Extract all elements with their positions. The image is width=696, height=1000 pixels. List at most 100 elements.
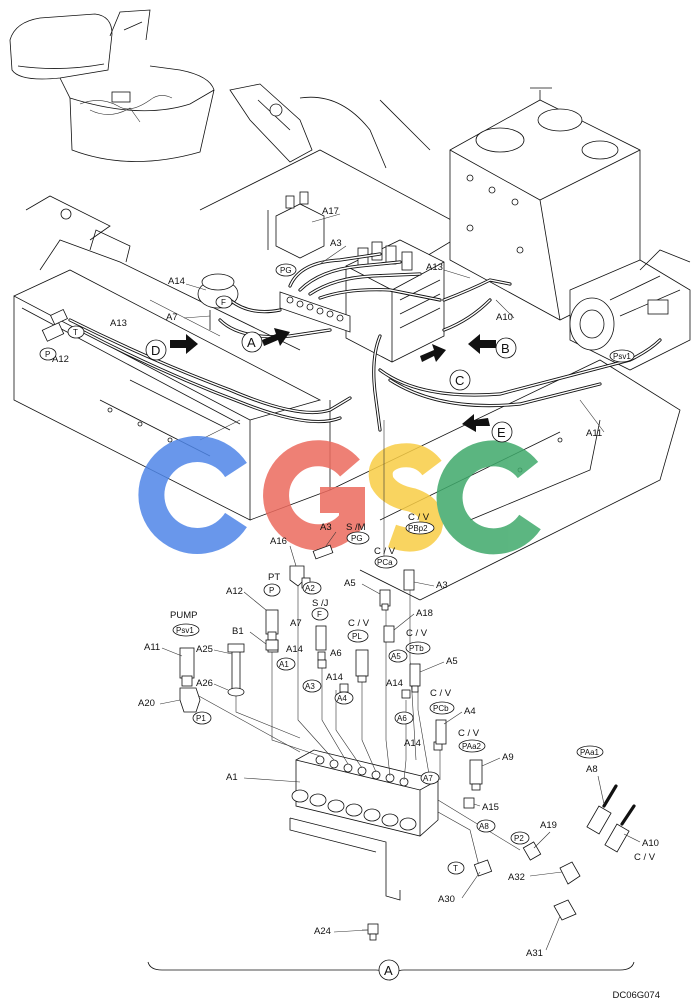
- ctag-a8: A8: [479, 822, 489, 831]
- tag-pg-overview: PG: [280, 266, 292, 275]
- label-a3-sm: A3: [320, 522, 332, 533]
- text-layer: D A B C E A A17 A3 A13 A14 A7 A13 A12 A1…: [39, 206, 660, 1000]
- group-pump: PUMP: [170, 610, 197, 621]
- label-a7-overview: A7: [166, 312, 178, 323]
- arrow-d-icon: [170, 334, 198, 354]
- label-a15: A15: [482, 802, 499, 813]
- solenoid-plugs: [291, 789, 417, 831]
- label-a9: A9: [502, 752, 514, 763]
- watermark-letter-c2: [436, 440, 541, 555]
- detail-view-a: [147, 544, 636, 982]
- tag-psv1-overview: Psv1: [613, 352, 631, 361]
- ctag-a7: A7: [423, 774, 433, 783]
- tag-pca: PCa: [377, 558, 393, 567]
- group-cv-7: C / V: [634, 852, 656, 863]
- group-sj: S /J: [312, 598, 329, 609]
- label-a31: A31: [526, 948, 543, 959]
- label-a16: A16: [270, 536, 287, 547]
- group-cv-3: C / V: [348, 618, 370, 629]
- view-circle-a: [241, 331, 263, 353]
- drawing-code: DC06G074: [612, 990, 660, 1000]
- ctag-a5: A5: [391, 652, 401, 661]
- label-a32: A32: [508, 872, 525, 883]
- tag-t-overview: T: [73, 328, 78, 337]
- group-cv-5: C / V: [430, 688, 452, 699]
- view-arrows: [170, 328, 496, 432]
- arrow-c-icon: [420, 344, 446, 362]
- tag-pbp2: PBp2: [408, 524, 428, 533]
- detail-view-letter-a: A: [384, 963, 393, 978]
- view-circle-b: [495, 337, 517, 359]
- watermark-letter-g: [263, 440, 365, 551]
- tag-p-overview: P: [45, 350, 50, 359]
- tag-pcb: PCb: [433, 704, 449, 713]
- watermark-letter-c1: [138, 436, 247, 554]
- arrow-e-icon: [462, 414, 490, 432]
- ctag-a4: A4: [337, 694, 347, 703]
- label-a6: A6: [330, 648, 342, 659]
- label-a12-overview: A12: [52, 354, 69, 365]
- group-pt: PT: [268, 572, 280, 583]
- view-circle-c: [449, 369, 471, 391]
- tag-p2: P2: [514, 834, 524, 843]
- label-a11: A11: [144, 642, 160, 653]
- tag-f: F: [317, 610, 322, 619]
- ctag-a2: A2: [305, 584, 315, 593]
- label-a13-left: A13: [110, 318, 127, 329]
- view-letter-a: A: [247, 335, 256, 350]
- label-a14-overview: A14: [168, 276, 185, 287]
- label-a14-4: A14: [404, 738, 421, 749]
- label-a14-1: A14: [286, 644, 303, 655]
- arrow-b-icon: [468, 334, 496, 354]
- label-a10: A10: [642, 838, 659, 849]
- label-a3-right: A3: [436, 580, 448, 591]
- leader-lines: [159, 213, 641, 951]
- seat-inset: [9, 9, 215, 162]
- label-a1: A1: [226, 772, 238, 783]
- view-letter-c: C: [455, 373, 464, 388]
- tag-paa1: PAa1: [580, 748, 600, 757]
- label-a19: A19: [540, 820, 557, 831]
- ctag-a3: A3: [305, 682, 315, 691]
- label-a4: A4: [464, 706, 476, 717]
- tag-t: T: [453, 864, 458, 873]
- tag-psv1: Psv1: [176, 626, 194, 635]
- view-letter-b: B: [501, 341, 510, 356]
- label-a25: A25: [196, 644, 213, 655]
- tag-p1: P1: [196, 714, 206, 723]
- view-circle-d: [145, 339, 167, 361]
- fittings: [179, 544, 636, 941]
- tag-p: P: [269, 586, 274, 595]
- ctag-a6: A6: [397, 714, 407, 723]
- group-cv-4: C / V: [406, 628, 428, 639]
- tag-paa2: PAa2: [462, 742, 482, 751]
- pump-unit: [449, 87, 691, 371]
- label-a3-overview: A3: [330, 238, 342, 249]
- view-circles: [145, 331, 517, 443]
- tag-ptb: PTb: [409, 644, 424, 653]
- label-a30: A30: [438, 894, 455, 905]
- watermark: [138, 436, 541, 555]
- label-a26: A26: [196, 678, 213, 689]
- label-a24: A24: [314, 926, 331, 937]
- label-a18: A18: [416, 608, 433, 619]
- arrow-a-icon: [262, 328, 290, 346]
- tag-pl: PL: [352, 632, 362, 641]
- label-a14-2: A14: [326, 672, 343, 683]
- label-a10-overview: A10: [496, 312, 513, 323]
- label-a8: A8: [586, 764, 598, 775]
- label-b1: B1: [232, 626, 244, 637]
- group-sm: S /M: [346, 522, 366, 533]
- label-a12: A12: [226, 586, 243, 597]
- label-a20: A20: [138, 698, 155, 709]
- label-a5-top: A5: [344, 578, 356, 589]
- hoses-overview: [41, 252, 662, 432]
- group-cv-1: C / V: [374, 546, 396, 557]
- group-cv-2: C / V: [408, 512, 430, 523]
- tag-f-overview: F: [221, 298, 226, 307]
- ctag-a1: A1: [279, 660, 289, 669]
- label-a13-right: A13: [426, 262, 443, 273]
- label-a7: A7: [290, 618, 302, 629]
- label-a14-3: A14: [386, 678, 403, 689]
